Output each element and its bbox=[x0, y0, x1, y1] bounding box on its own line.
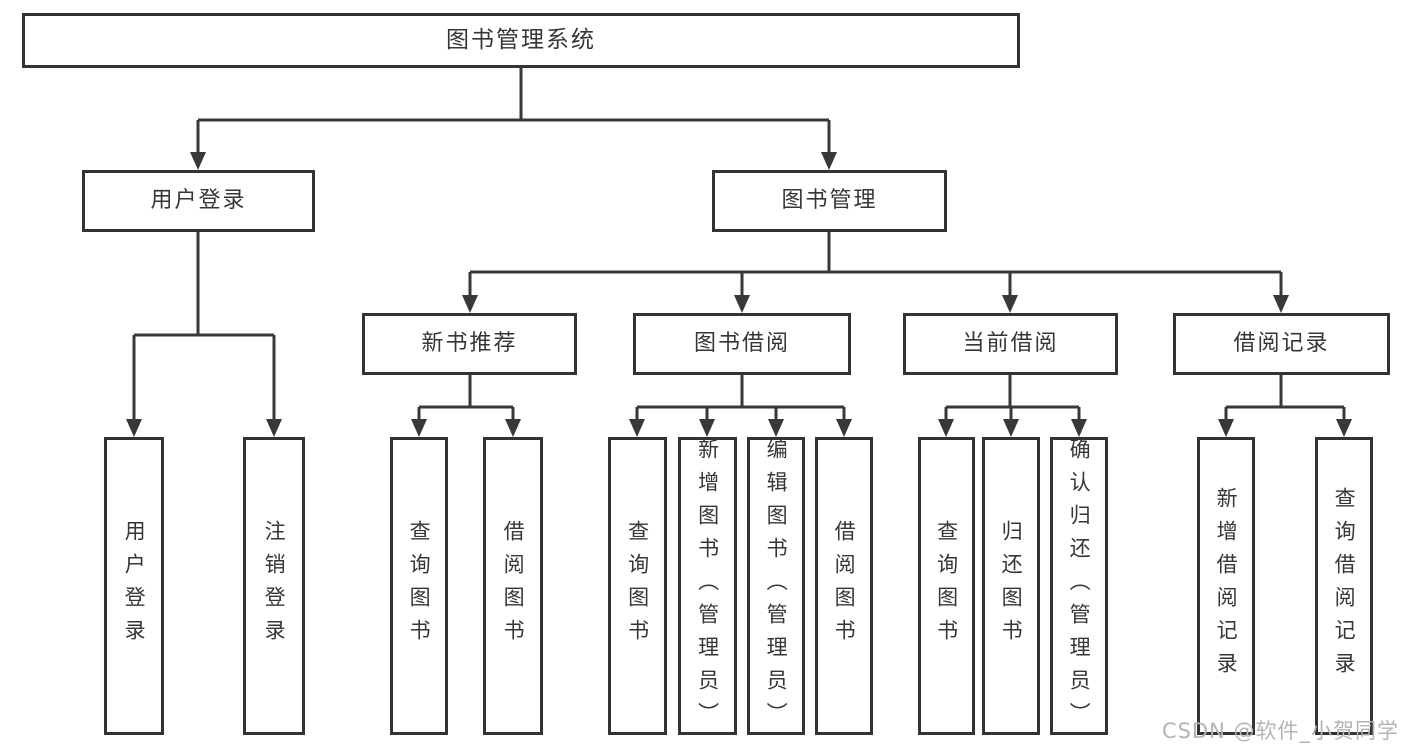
node-borrow-books-borrowing: 借阅图书 bbox=[815, 437, 873, 735]
node-confirm-return-admin: 确认归还（管理员） bbox=[1050, 437, 1108, 735]
node-query-books-current: 查询图书 bbox=[918, 437, 975, 735]
node-borrow-books-borrowing-label: 借阅图书 bbox=[832, 520, 857, 652]
node-query-books-borrowing: 查询图书 bbox=[608, 437, 667, 735]
node-current-borrowing-label: 当前借阅 bbox=[962, 331, 1059, 356]
node-query-borrow-record-label: 查询借阅记录 bbox=[1332, 487, 1357, 685]
node-add-books-admin: 新增图书（管理员） bbox=[678, 437, 737, 735]
node-new-book-recommend-label: 新书推荐 bbox=[421, 331, 518, 356]
node-query-borrow-record: 查询借阅记录 bbox=[1315, 437, 1373, 735]
node-book-management: 图书管理 bbox=[712, 170, 947, 232]
node-add-borrow-record-label: 新增借阅记录 bbox=[1214, 487, 1239, 685]
node-logout: 注销登录 bbox=[243, 437, 305, 735]
node-logout-label: 注销登录 bbox=[262, 520, 287, 652]
node-borrow-books-recommend-label: 借阅图书 bbox=[501, 520, 526, 652]
node-user-login-branch: 用户登录 bbox=[82, 170, 315, 232]
node-borrow-books-recommend: 借阅图书 bbox=[483, 437, 543, 735]
node-borrowing-records-label: 借阅记录 bbox=[1233, 331, 1330, 356]
node-user-login-leaf: 用户登录 bbox=[104, 437, 164, 735]
node-borrowing-records: 借阅记录 bbox=[1173, 313, 1390, 375]
node-query-books-current-label: 查询图书 bbox=[934, 520, 959, 652]
node-query-books-recommend-label: 查询图书 bbox=[407, 520, 432, 652]
node-edit-books-admin-label: 编辑图书（管理员） bbox=[764, 437, 789, 735]
node-library-system: 图书管理系统 bbox=[22, 13, 1020, 68]
watermark-text: CSDN @软件_小贺同学 bbox=[1161, 719, 1399, 743]
node-current-borrowing: 当前借阅 bbox=[903, 313, 1118, 375]
node-add-books-admin-label: 新增图书（管理员） bbox=[695, 437, 720, 735]
node-book-borrowing-label: 图书借阅 bbox=[693, 331, 790, 356]
node-confirm-return-admin-label: 确认归还（管理员） bbox=[1067, 437, 1092, 735]
node-user-login-leaf-label: 用户登录 bbox=[122, 520, 147, 652]
node-return-books-label: 归还图书 bbox=[999, 520, 1024, 652]
node-new-book-recommend: 新书推荐 bbox=[362, 313, 577, 375]
node-add-borrow-record: 新增借阅记录 bbox=[1197, 437, 1255, 735]
node-query-books-recommend: 查询图书 bbox=[390, 437, 448, 735]
node-return-books: 归还图书 bbox=[982, 437, 1040, 735]
node-book-borrowing: 图书借阅 bbox=[633, 313, 851, 375]
node-user-login-branch-label: 用户登录 bbox=[150, 188, 247, 213]
node-book-management-label: 图书管理 bbox=[781, 188, 878, 213]
node-query-books-borrowing-label: 查询图书 bbox=[625, 520, 650, 652]
node-edit-books-admin: 编辑图书（管理员） bbox=[747, 437, 805, 735]
node-library-system-label: 图书管理系统 bbox=[446, 27, 596, 53]
